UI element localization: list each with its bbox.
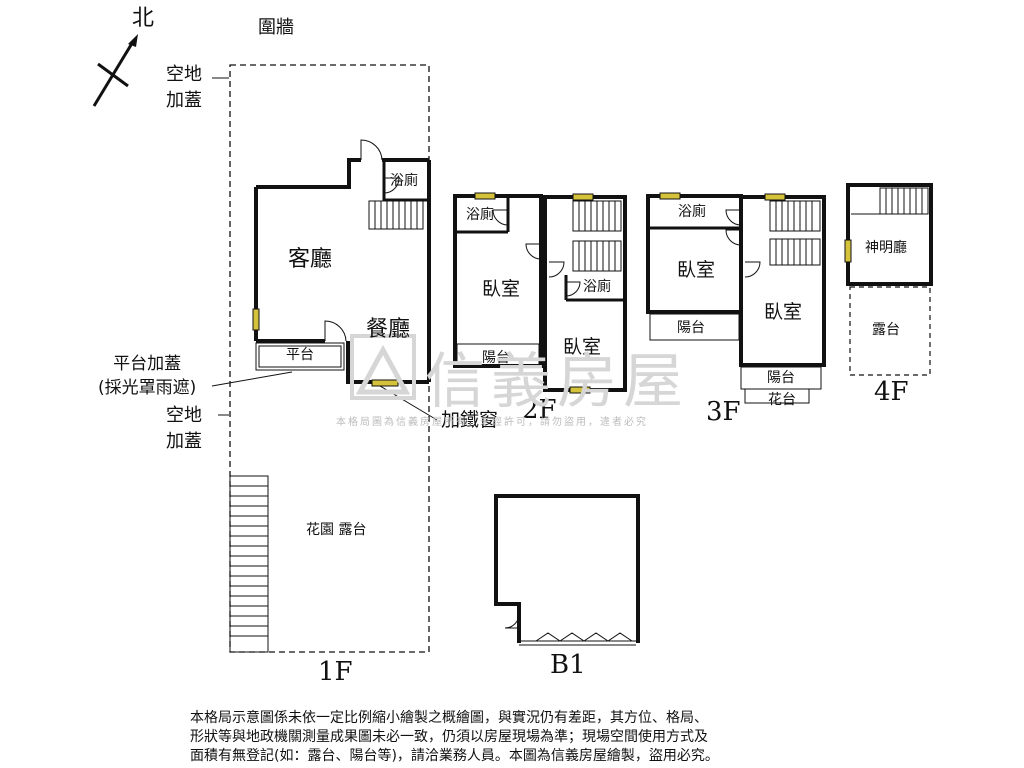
f3-doors [725, 209, 761, 278]
f1-platform-label: 平台 [286, 347, 314, 363]
f1-bathroom-label: 浴廁 [390, 173, 418, 189]
disclaimer-text: 本格局示意圖係未依一定比例縮小繪製之概繪圖，與實況仍有差距，其方位、格局、 形狀… [190, 709, 840, 766]
f1-open-space-top-label: 空地 加蓋 [166, 64, 202, 111]
f2-bedroom-a-label: 臥室 [482, 278, 521, 300]
f4-floor-name: 4F [874, 377, 909, 407]
f4-shrine-room-label: 神明廳 [865, 240, 907, 256]
f2-bathroom-a-label: 浴廁 [466, 207, 494, 223]
f2-stairs [572, 200, 622, 272]
watermark-logo-icon [350, 334, 416, 400]
f3-balcony-a-label: 陽台 [677, 320, 705, 336]
compass-north-label: 北 [132, 6, 155, 31]
f2-balcony [456, 343, 540, 367]
f4-windows [844, 239, 852, 263]
f1-doors [324, 139, 400, 342]
f1-dining-room-label: 餐廳 [366, 317, 411, 342]
f1-garden-stairs [229, 475, 269, 653]
f1-fence-label: 圍牆 [258, 17, 294, 38]
f1-iron-window-label: 加鐵窗 [441, 409, 499, 431]
f1-platform [255, 342, 345, 371]
b1-opening [504, 613, 636, 646]
f3-balcony-b-label: 陽台 [767, 370, 795, 386]
f2-balcony-label: 陽台 [482, 350, 510, 366]
f1-windows [252, 308, 399, 387]
watermark-brand: 信義房屋 [425, 347, 689, 417]
f3-planter-label: 花台 [768, 392, 796, 408]
f1-garden-label: 花園 露台 [306, 522, 367, 538]
f4-terrace [849, 284, 931, 376]
b1-walls [494, 494, 640, 643]
f2-bathroom-b-label: 浴廁 [583, 279, 611, 295]
f2-windows [474, 192, 594, 394]
disclaimer-line: 本格局示意圖係未依一定比例縮小繪製之概繪圖，與實況仍有差距，其方位、格局、 [190, 710, 708, 726]
watermark-notice: 本格局圖為信義房屋所有，未經許可，請勿盜用，違者必究 [336, 417, 648, 428]
f3-bedroom-b-label: 臥室 [764, 301, 803, 323]
f3-bedroom-a-label: 臥室 [677, 259, 716, 281]
f1-floor-name: 1F [318, 657, 353, 687]
f1-platform-note-label: 平台加蓋 (採光罩雨遮) [98, 354, 197, 398]
f1-boundary [212, 64, 430, 653]
f2-doors [492, 209, 581, 297]
f1-stairs [368, 200, 424, 230]
disclaimer-line: 形狀等與地政機關測量成果圖未必一致，仍須以房屋現場為準；現場空間使用方式及 [190, 729, 708, 745]
f4-terrace-label: 露台 [872, 322, 900, 338]
f1-open-space-bottom-label: 空地 加蓋 [166, 405, 202, 452]
f3-floor-name: 3F [706, 397, 741, 427]
disclaimer-line: 面積有無登記(如：露台、陽台等)，請洽業務人員。本圖為信義房屋繪製，盜用必究。 [190, 748, 719, 764]
f3-stairs [769, 200, 821, 266]
f3-balconies [649, 313, 822, 404]
f1-walls [254, 158, 431, 384]
f1-living-room-label: 客廳 [288, 247, 333, 272]
compass-icon [92, 34, 138, 107]
f3-bathroom-label: 浴廁 [678, 204, 706, 220]
f2-bedroom-b-label: 臥室 [563, 336, 602, 358]
f2-floor-name: 2F [522, 395, 557, 425]
b1-floor-name: B1 [550, 650, 586, 680]
f4-stairs [851, 187, 929, 215]
f3-windows [659, 192, 786, 201]
f4-walls [846, 183, 933, 286]
